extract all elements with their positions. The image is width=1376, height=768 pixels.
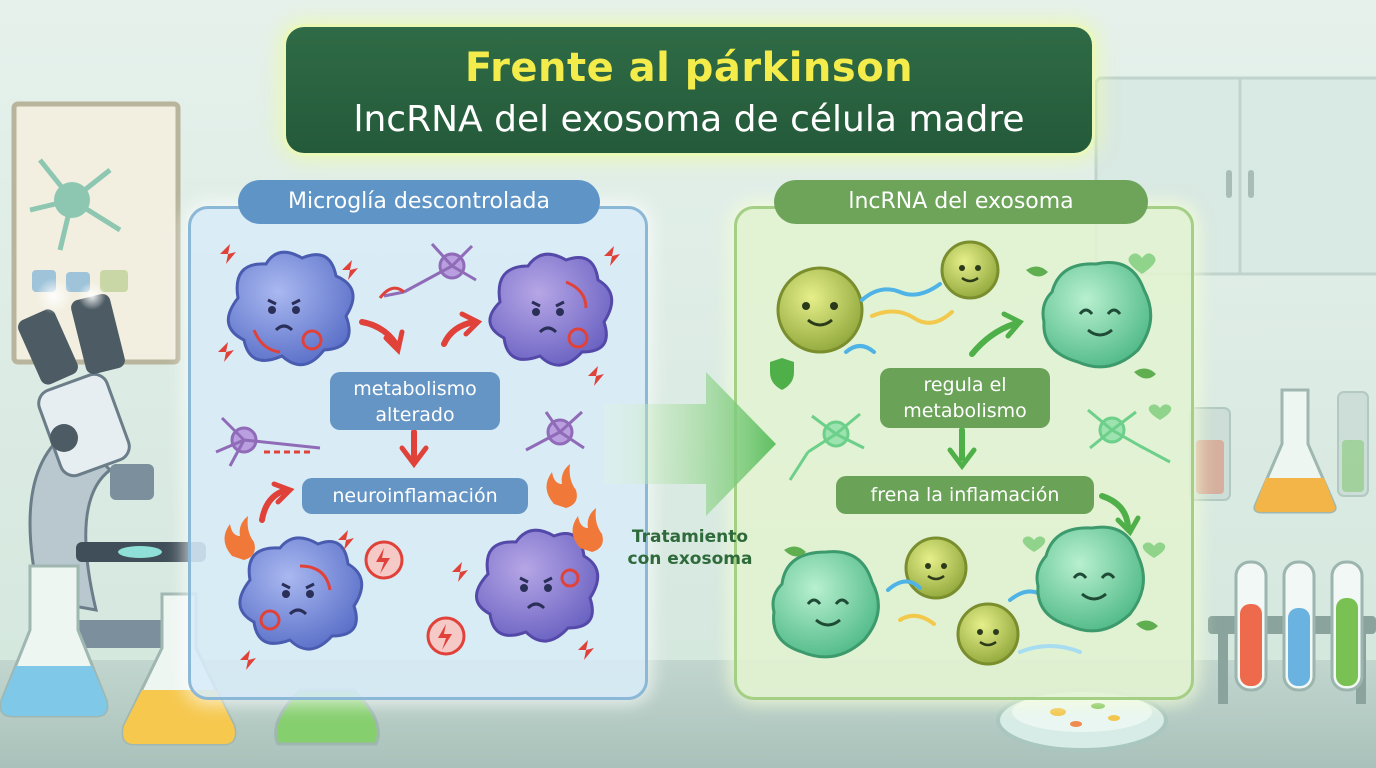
- flask-icon: [274, 688, 380, 746]
- title-line-1: Frente al párkinson: [464, 45, 914, 91]
- regulates-metabolism-label: regula el metabolismo: [880, 368, 1050, 428]
- healthy-microglia-cell: [1035, 525, 1145, 633]
- angry-microglia-cell: [475, 528, 600, 643]
- flask-icon: [0, 564, 109, 718]
- treatment-label: Tratamiento con exosoma: [606, 526, 774, 570]
- exosome: [940, 240, 1000, 300]
- shield-icon: [770, 358, 794, 390]
- angry-microglia-cell: [488, 252, 614, 367]
- lightning-icon: [364, 540, 466, 656]
- shelf-bottles: [1189, 391, 1369, 501]
- flask-icon: [121, 592, 237, 746]
- neuron-icon: [215, 416, 321, 467]
- exosome-panel-header: lncRNA del exosoma: [774, 180, 1148, 224]
- heart-icon: [1022, 253, 1172, 558]
- treatment-line-2: con exosoma: [627, 549, 753, 569]
- neuron-icon: [1087, 408, 1171, 464]
- test-tube-icon: [1208, 560, 1376, 704]
- exosome: [956, 602, 1020, 666]
- title-banner: Frente al párkinson lncRNA del exosoma d…: [286, 27, 1092, 153]
- neuron-icon: [525, 410, 585, 452]
- exosome: [776, 266, 864, 354]
- red-flow-arrows: [259, 311, 483, 523]
- altered-metabolism-line-1: metabolismo: [353, 378, 477, 400]
- angry-microglia-cell: [238, 536, 364, 651]
- flask-icon: [1253, 388, 1337, 514]
- treatment-arrow: [604, 372, 776, 516]
- exosome: [904, 536, 968, 600]
- leaf-icon: [784, 266, 1158, 631]
- title-line-2: lncRNA del exosoma de célula madre: [353, 99, 1025, 140]
- green-flow-arrows: [947, 311, 1141, 537]
- treatment-line-1: Tratamiento: [631, 527, 749, 547]
- microscope-icon: [18, 278, 206, 648]
- stops-inflammation-label: frena la inflamación: [836, 476, 1094, 514]
- neuron-icon: [378, 242, 477, 299]
- neuroinflammation-label: neuroinflamación: [302, 478, 528, 514]
- microglia-panel-header: Microglía descontrolada: [238, 180, 600, 224]
- healthy-microglia-cell: [1041, 261, 1153, 369]
- angry-microglia-cell: [227, 250, 355, 367]
- healthy-microglia-cell: [771, 550, 880, 659]
- altered-metabolism-line-2: alterado: [375, 404, 455, 426]
- regulates-metabolism-line-2: metabolismo: [903, 400, 1027, 422]
- regulates-metabolism-line-1: regula el: [923, 374, 1007, 396]
- neuron-icon: [788, 412, 865, 481]
- lightning-icon: [218, 244, 620, 670]
- altered-metabolism-label: metabolismo alterado: [330, 372, 500, 430]
- fire-icon: [224, 464, 603, 560]
